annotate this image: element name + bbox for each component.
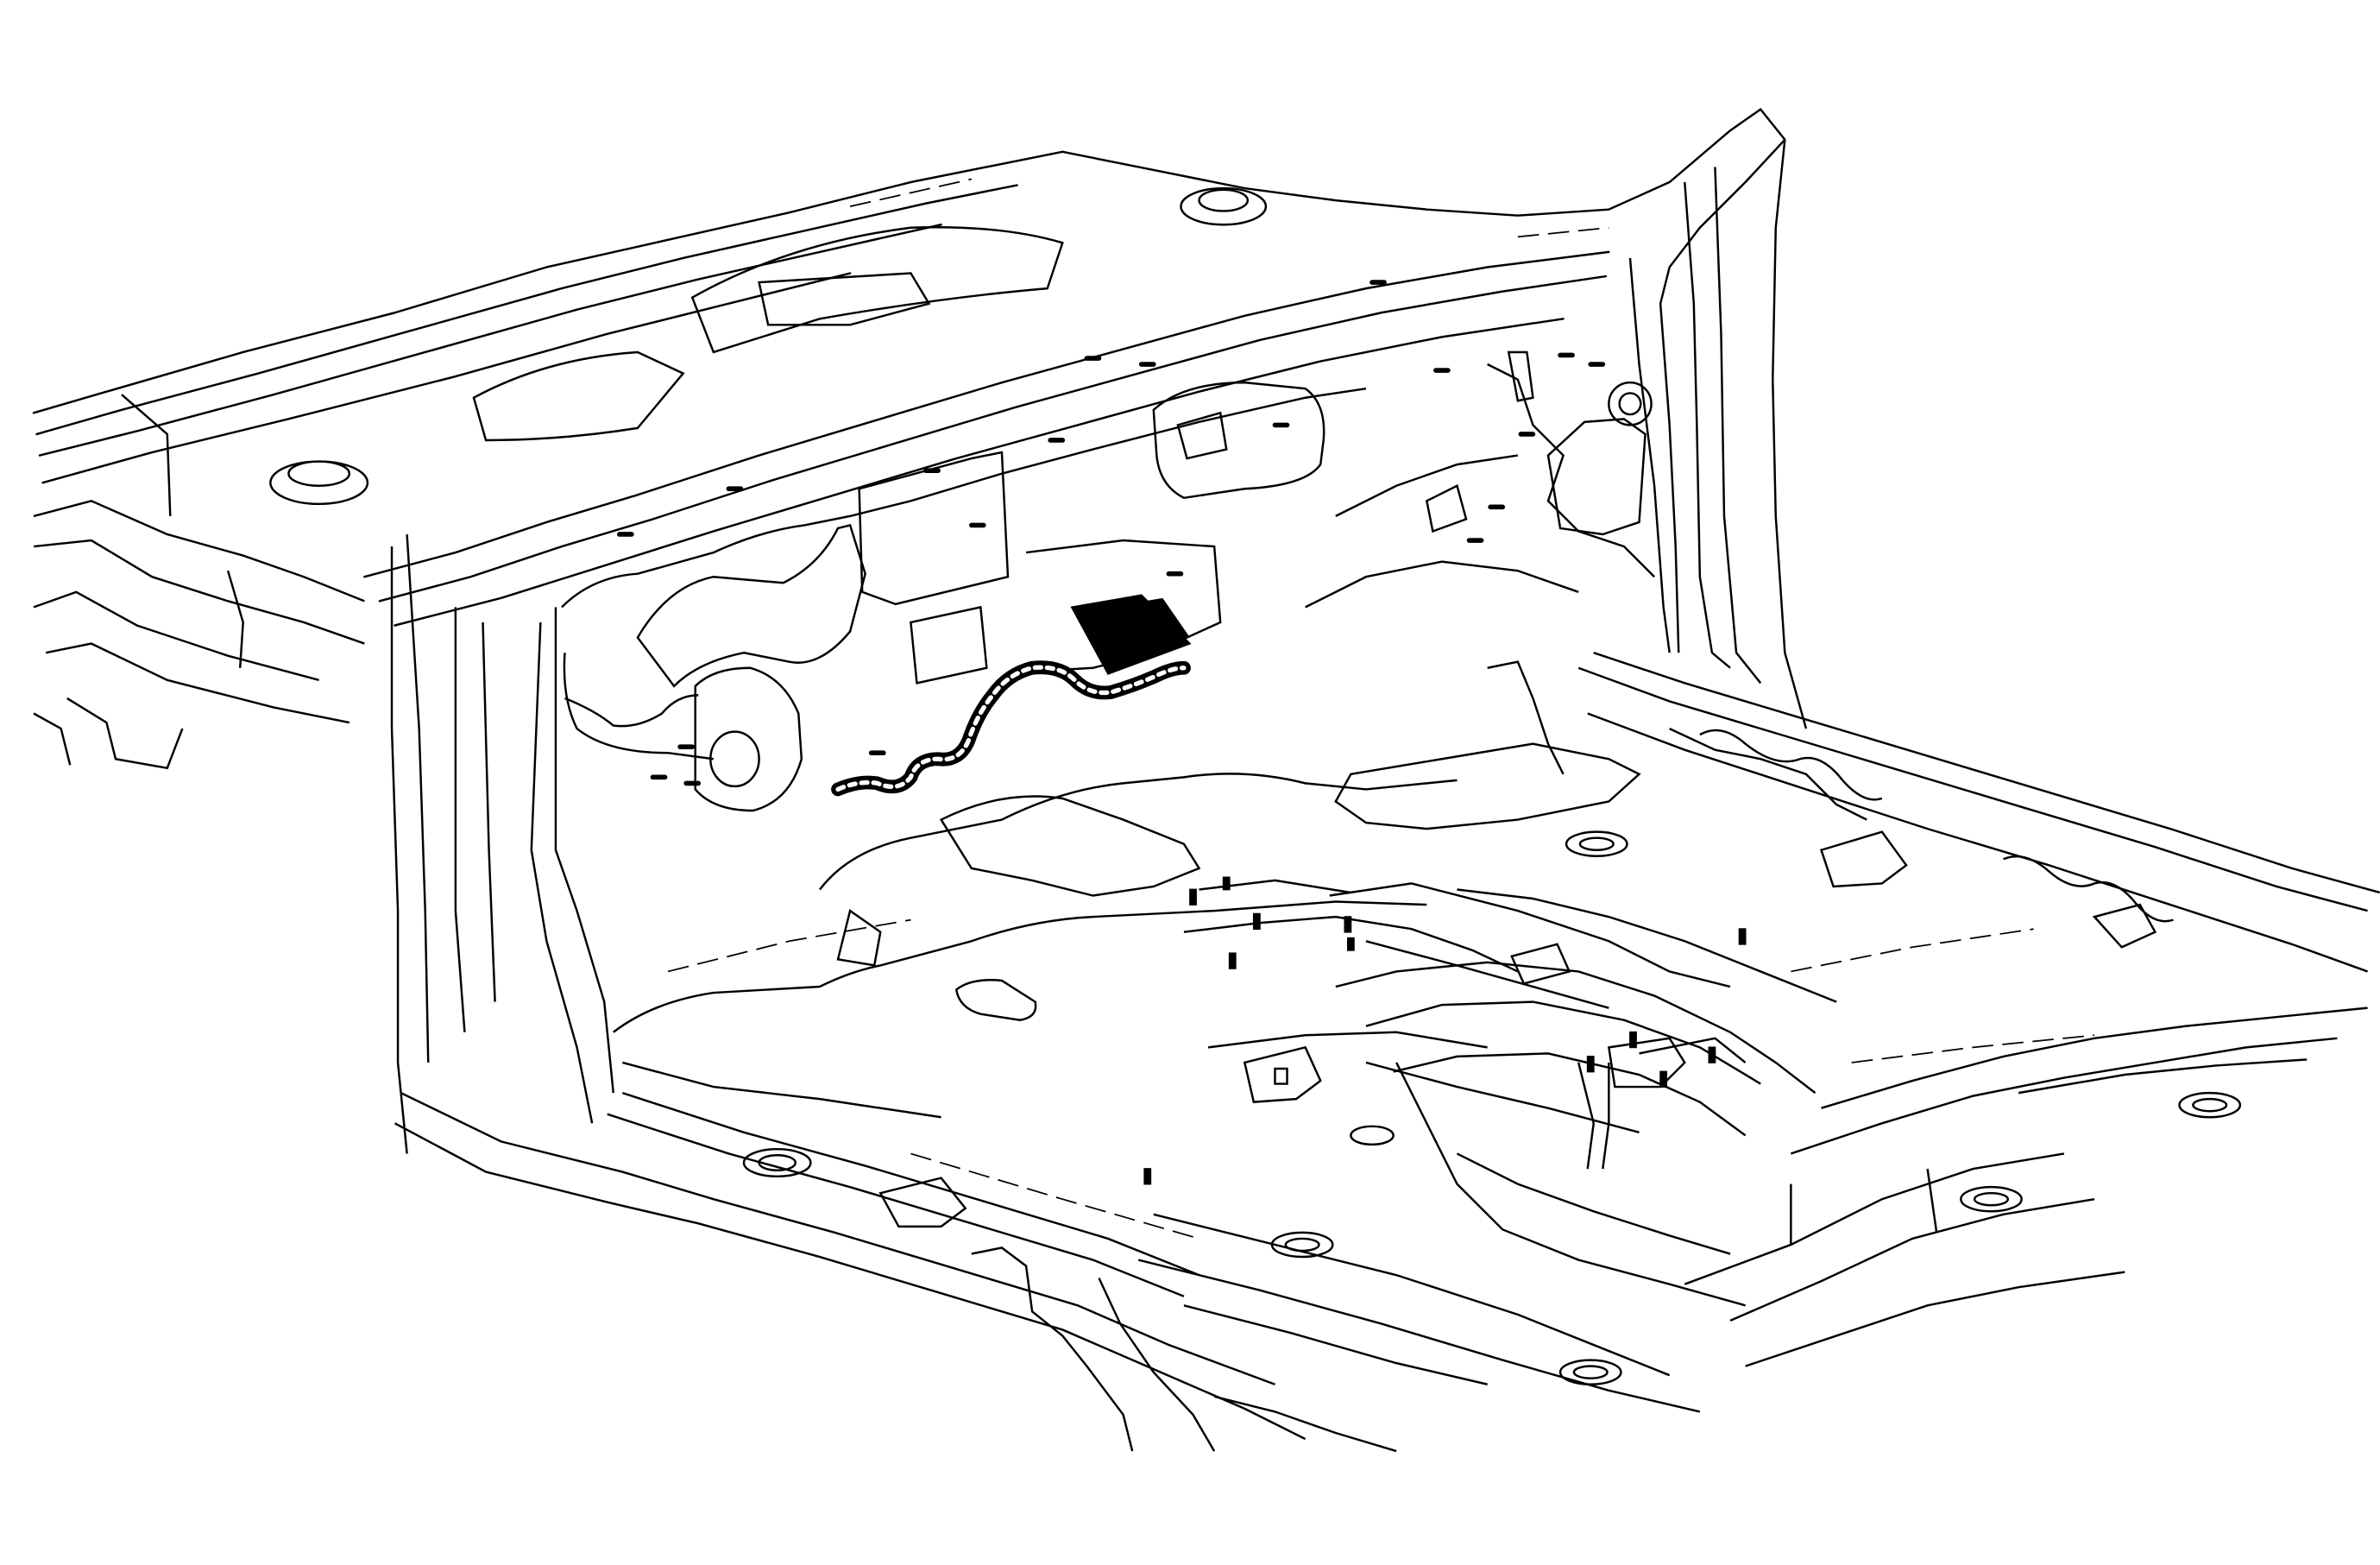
rear-floor (1137, 1007, 2368, 1453)
sealer-bead-highlight (831, 660, 1191, 797)
floor-studs (1143, 876, 1747, 1185)
dash-panel (530, 381, 1367, 1124)
strut-towers (269, 186, 1268, 506)
right-inner-panel (1305, 350, 1655, 775)
left-pillar-rocker (390, 533, 1306, 1452)
right-rocker (1577, 139, 2380, 973)
seat-brackets (878, 830, 2157, 1228)
callout-arrow (1070, 594, 1192, 675)
hidden-lines (667, 178, 2095, 1240)
floor-pan (613, 742, 1837, 1134)
drain-holes (742, 381, 2242, 1385)
left-front-rail (33, 394, 365, 770)
front-cowl-structure (32, 108, 1786, 627)
center-tunnel (1335, 961, 1816, 1307)
